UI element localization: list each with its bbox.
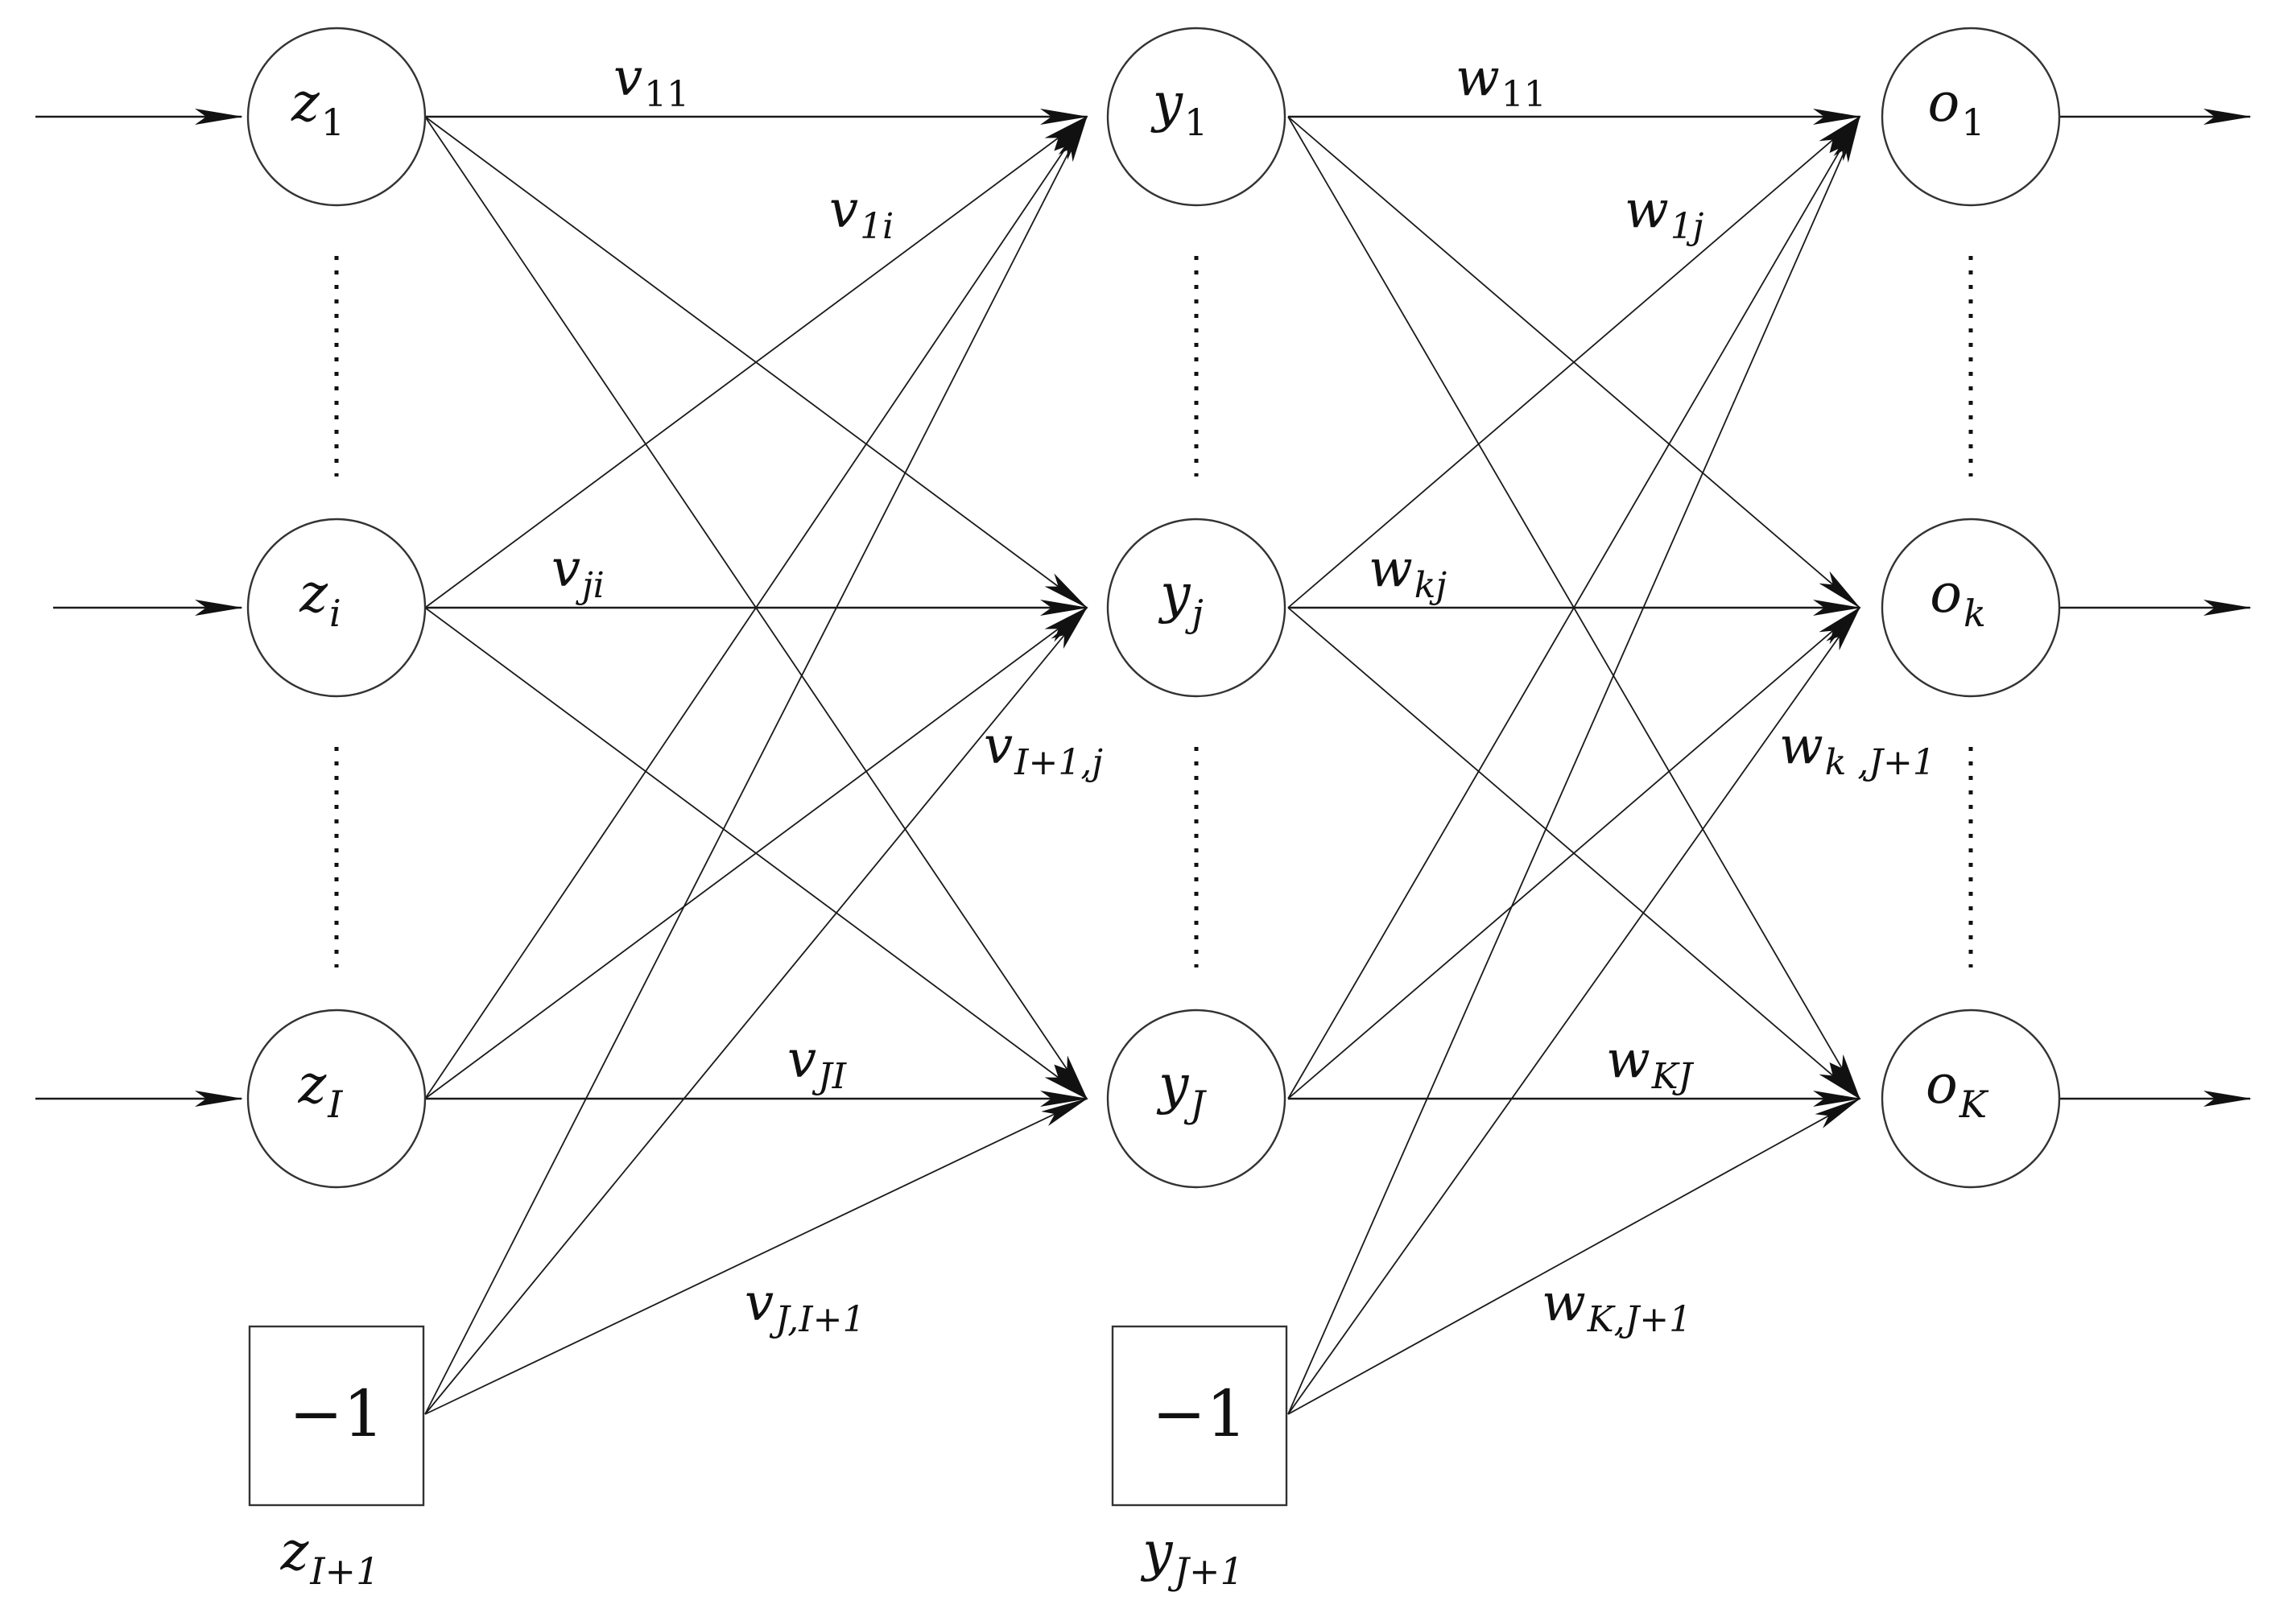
input-layer: z1 zi zI −1 zI+1 [246, 27, 427, 1593]
weight-label-wKJ1: wK,J+1 [1542, 1273, 1691, 1340]
external-arrows [35, 109, 2252, 1107]
node-z1 [246, 27, 427, 207]
edges-hidden-to-output [1287, 109, 1861, 1415]
edge-zI-y1 [424, 115, 1088, 1099]
label-ok: ok [1930, 563, 1986, 635]
weight-labels: v11 v1i vji vI+1,j vJI vJ,I+1 w11 w1j wk… [551, 48, 1935, 1340]
label-y-bias: yJ+1 [1140, 1520, 1244, 1593]
label-y-bias-value: −1 [1152, 1376, 1247, 1451]
edge-zi-y1 [424, 115, 1088, 608]
node-y-bias [1111, 1325, 1288, 1507]
edge-ybias-ok [1287, 606, 1861, 1415]
edge-yJ-o1 [1287, 115, 1861, 1099]
node-yJ [1106, 1009, 1286, 1189]
weight-label-vJI: vJI [787, 1030, 848, 1097]
weight-label-wKJ: wKJ [1606, 1030, 1695, 1097]
label-z-bias: zI+1 [280, 1520, 380, 1593]
node-zi [246, 518, 427, 698]
label-z-bias-value: −1 [289, 1376, 384, 1451]
weight-label-wkj: wkj [1369, 539, 1447, 606]
weight-label-w1j: w1j [1625, 180, 1703, 247]
label-zI: zI [298, 1054, 344, 1126]
weight-label-vI1j: vI+1,j [984, 716, 1103, 783]
weight-label-vJI1: vJ,I+1 [745, 1273, 865, 1340]
label-z1: z1 [291, 72, 345, 144]
edges-input-to-hidden [424, 109, 1088, 1415]
label-yj: yj [1158, 563, 1204, 635]
label-zi: zi [299, 563, 341, 635]
edge-zbias-yj [424, 606, 1088, 1415]
node-zI [246, 1009, 427, 1189]
edge-yj-o1 [1287, 115, 1861, 608]
node-y1 [1106, 27, 1286, 207]
weight-label-v1i: v1i [829, 180, 894, 247]
edge-zbias-yJ [424, 1098, 1088, 1415]
node-yj [1106, 518, 1286, 698]
edge-zbias-y1 [424, 115, 1088, 1415]
node-ok [1881, 518, 2061, 698]
hidden-layer: y1 yj yJ −1 yJ+1 [1106, 27, 1288, 1593]
node-o1 [1881, 27, 2061, 207]
node-z-bias [248, 1325, 425, 1507]
output-layer: o1 ok oK [1881, 27, 2061, 1189]
weight-label-vji: vji [551, 539, 605, 606]
label-oK: oK [1926, 1054, 1989, 1126]
edge-ybias-oK [1287, 1098, 1861, 1415]
label-yJ: yJ [1156, 1054, 1207, 1126]
edge-ybias-o1 [1287, 115, 1860, 1415]
node-oK [1881, 1009, 2061, 1189]
weight-label-wkJ1: wk ,J+1 [1779, 716, 1935, 783]
weight-label-w11: w11 [1456, 48, 1546, 115]
edge-yJ-ok [1287, 606, 1861, 1099]
label-y1: y1 [1150, 72, 1208, 144]
label-o1: o1 [1927, 72, 1984, 144]
edge-zI-yj [424, 606, 1088, 1099]
weight-label-v11: v11 [613, 48, 689, 115]
